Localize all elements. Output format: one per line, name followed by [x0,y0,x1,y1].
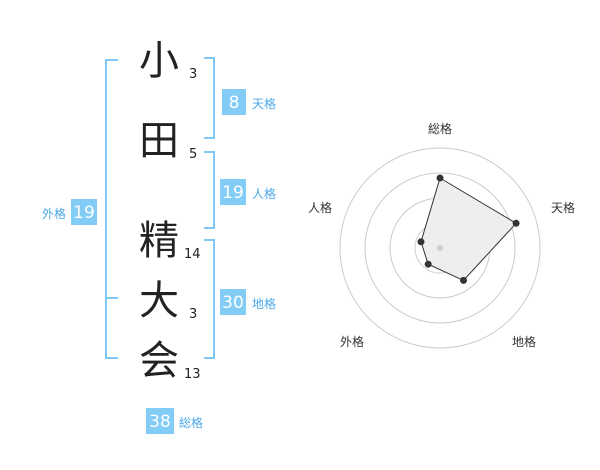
radar-point-1 [436,174,444,182]
tenkaku-box [222,89,246,115]
radar-point-3 [460,276,467,284]
bracket-lines [105,57,215,359]
gaikaku-value: 19 [73,203,95,223]
radar-ring-4 [339,147,541,349]
chikaku-box [220,289,246,315]
tenkaku-badge: 8 天格 [222,89,276,115]
soukaku-box [146,408,174,434]
jinkaku-box [220,179,246,205]
radar-center-dot [437,245,443,251]
gaikaku-box [71,199,97,225]
radar-polygon [420,177,517,282]
radar-points [417,174,520,284]
axis-label-gaikaku: 外格 [340,334,364,349]
chikaku-bracket [204,239,215,359]
chikaku-label: 地格 [252,296,276,311]
jinkaku-badge: 19 人格 [220,179,276,205]
chikaku-value: 30 [222,293,244,313]
name-char-3: 精 [139,218,179,264]
radar-point-5 [417,238,425,246]
name-char-4: 大 [139,278,179,324]
name-char-5: 会 [139,338,179,384]
gaikaku-label: 外格 [42,206,66,221]
stroke-count-5: 13 [184,367,201,382]
tenkaku-label: 天格 [252,96,276,111]
stroke-count-4: 3 [189,307,197,322]
stroke-count-3: 14 [184,247,201,262]
tenkaku-value: 8 [229,93,240,113]
soukaku-label: 総格 [179,415,203,430]
gaikaku-badge: 外格 19 [42,199,97,225]
name-char-2: 田 [139,118,179,164]
soukaku-value: 38 [149,412,171,432]
jinkaku-bracket [204,151,215,229]
axis-label-jinkaku: 人格 [308,200,332,215]
soukaku-badge: 38 総格 [146,408,203,434]
axis-label-chikaku: 地格 [512,334,536,349]
radar-point-4 [424,260,432,268]
name-char-1: 小 [139,38,179,84]
jinkaku-label: 人格 [252,186,276,201]
stroke-count-1: 3 [189,67,197,82]
stroke-count-2: 5 [189,147,197,162]
radar-chart: 総格 天格 地格 外格 人格 [308,121,575,349]
outer-bracket [105,59,118,359]
radar-ring-3 [364,172,516,324]
tenkaku-bracket [204,57,215,139]
chikaku-badge: 30 地格 [220,289,276,315]
axis-label-soukaku: 総格 [428,121,452,136]
axis-label-tenkaku: 天格 [551,200,575,215]
jinkaku-value: 19 [222,183,244,203]
name-column: 小 3 田 5 精 14 大 3 会 13 [139,38,201,384]
radar-point-2 [512,219,520,227]
